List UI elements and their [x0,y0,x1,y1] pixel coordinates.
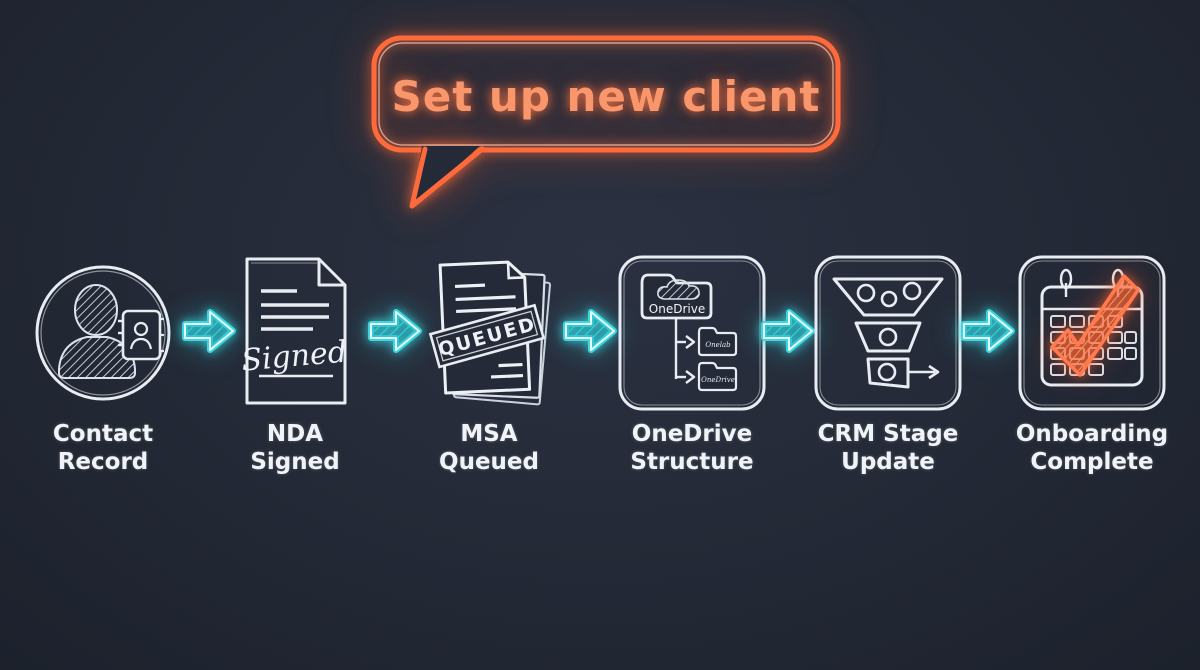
address-book-glyph [118,309,164,361]
folder-tree-icon: OneDrive Onelab OneDrive [618,255,766,411]
subfolder-label-scribble: Onelab [705,341,731,349]
calendar-check-icon [1018,255,1166,411]
funnel-output-box [866,357,910,389]
signed-document-icon: Signed [240,257,348,405]
checkmark-glyph [1050,274,1140,377]
subfolder-1: Onelab [697,326,738,357]
stacked-documents-stamp-icon: QUEUED [428,260,551,406]
arrow-right-icon [182,309,236,353]
step-onedrive-structure: OneDrive Onelab OneDrive OneDrive Struct… [602,250,782,490]
person-head [74,284,118,336]
step-onboarding-complete: Onboarding Complete [1002,250,1182,490]
title-text: Set up new client [391,71,821,121]
title-speech-bubble: Set up new client [366,30,846,210]
main-onedrive-folder: OneDrive [640,273,713,320]
front-sheet: QUEUED [428,260,546,395]
funnel-stages-icon [814,255,962,411]
subfolder-label-scribble: OneDrive [701,376,735,384]
arrow-right-icon [761,309,815,353]
person-shoulders [58,336,136,379]
step-crm-stage-update: CRM Stage Update [798,250,978,490]
funnel-middle [854,321,922,353]
folder-label: OneDrive [649,302,705,316]
step-nda-signed: Signed NDA Signed [205,250,385,490]
step-label-onedrive-structure: OneDrive Structure [630,421,754,476]
signature-text: Signed [240,334,348,378]
step-contact-record: Contact Record [13,250,193,490]
cloud-glyph [657,279,700,300]
speech-bubble-outline [371,35,841,209]
step-msa-queued: QUEUED MSA Queued [399,250,579,490]
subfolder-2: OneDrive [697,361,738,392]
step-label-nda-signed: NDA Signed [250,421,340,476]
arrow-right-icon [563,309,617,353]
step-label-crm-stage-update: CRM Stage Update [817,421,959,476]
arrow-right-icon [961,309,1015,353]
step-label-msa-queued: MSA Queued [439,421,539,476]
step-label-contact-record: Contact Record [52,421,154,476]
person-address-book-icon [35,265,171,401]
funnel-top [832,277,944,317]
arrow-right-icon [368,309,422,353]
output-arrow [928,364,940,380]
step-label-onboarding-complete: Onboarding Complete [1015,421,1169,476]
calendar-glyph [1040,268,1144,387]
